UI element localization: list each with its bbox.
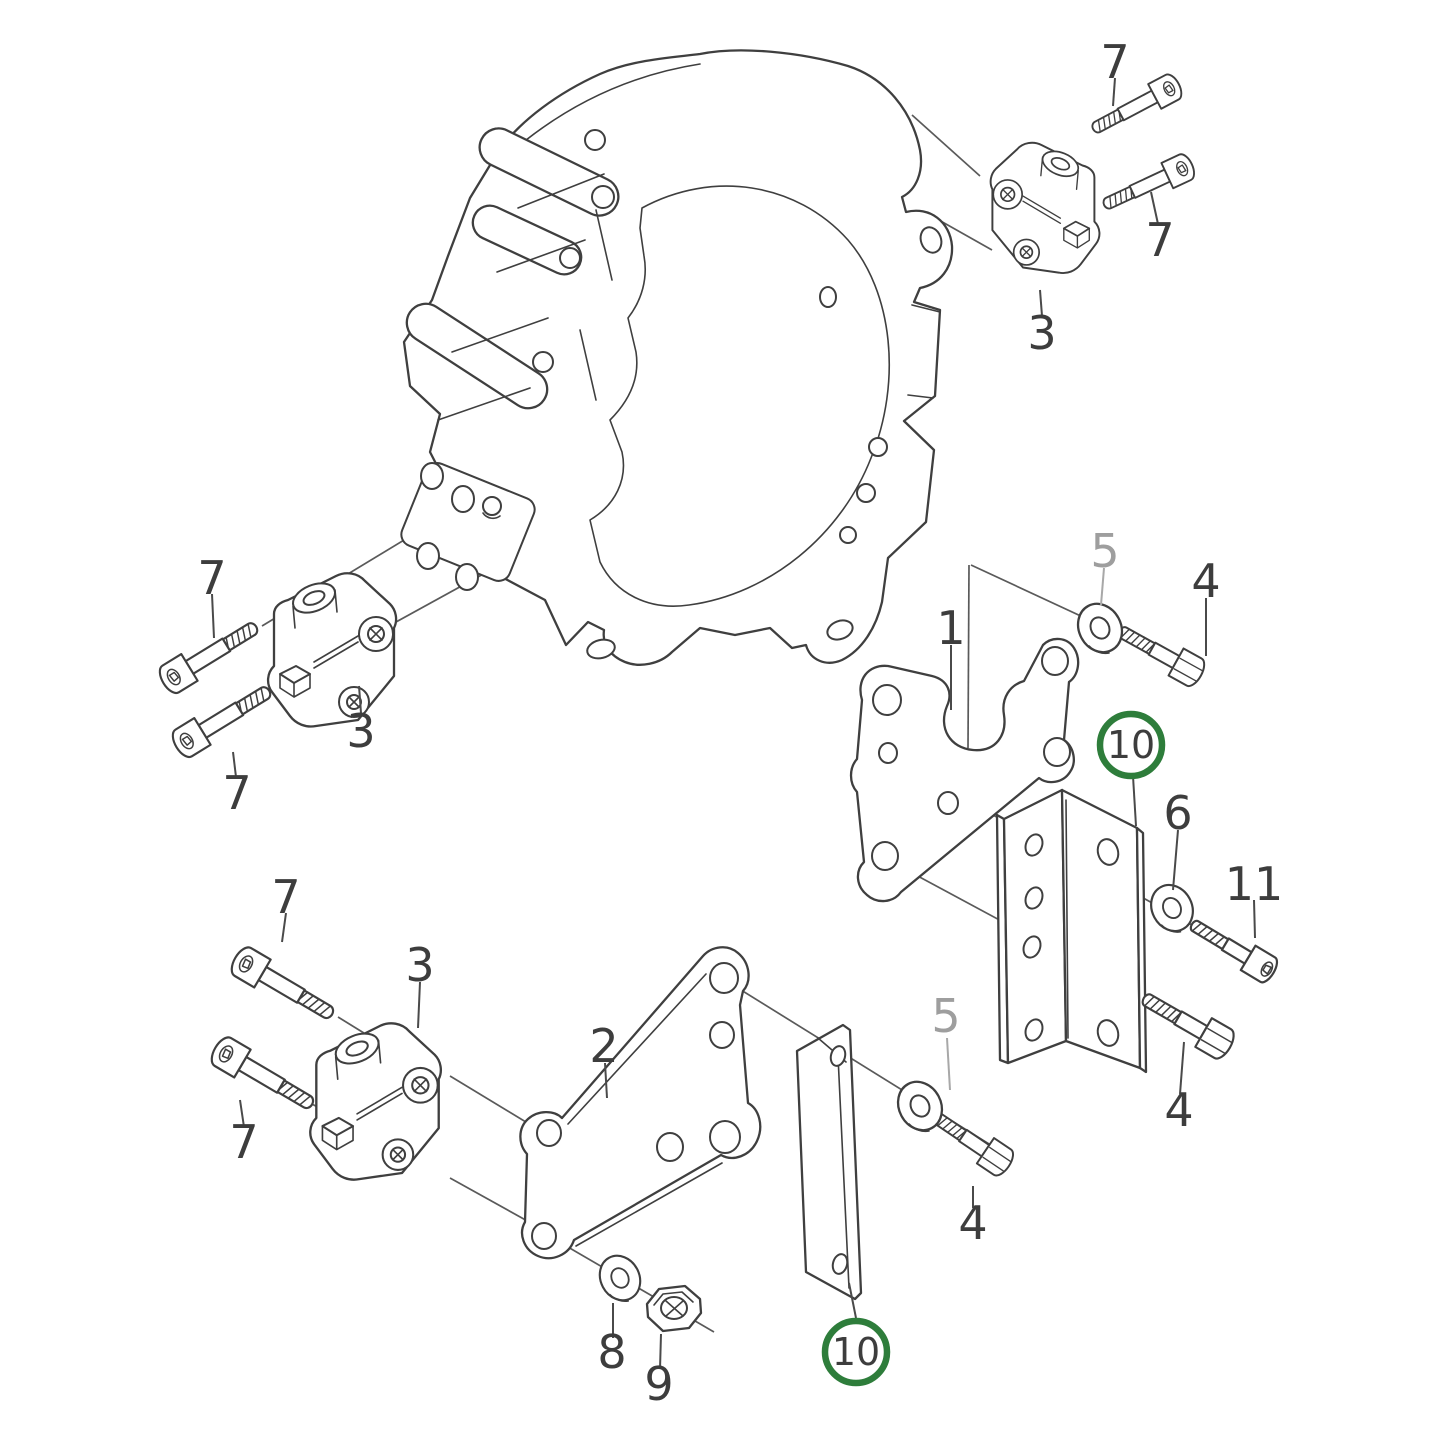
callout-bolt-7-mid-left-1[interactable]: 7 [197,551,226,605]
housing-strap-ribs [405,127,620,410]
callout-label: 2 [589,1019,618,1073]
callout-label: 7 [229,1115,258,1169]
angle-bracket-10-part [995,788,1148,1074]
socket-bolt-7-top-right-2 [1097,150,1199,219]
washer-8-part [591,1247,649,1309]
callout-label: 7 [197,551,226,605]
callout-label: 10 [1107,723,1155,767]
socket-bolt-11 [1183,910,1282,987]
callout-label: 4 [958,1196,987,1250]
callout-label: 1 [936,601,965,655]
callout-bolt-7-top-right-2[interactable]: 7 [1145,213,1174,267]
callout-label: 3 [1027,306,1056,360]
callout-bolt-4-bottom[interactable]: 4 [958,1196,987,1250]
bracket-plate-2 [519,946,762,1260]
highlight-circle [1096,710,1166,780]
mount-bracket-mid-left [266,572,398,728]
callout-bolt-4-right-bottom[interactable]: 4 [1164,1083,1193,1137]
callout-washer-5-right[interactable]: 5 [1090,524,1119,578]
callout-label: 7 [222,766,251,820]
callout-spacer-plate-10[interactable]: 10 [821,1317,891,1387]
callout-washer-5-bottom[interactable]: 5 [931,989,960,1043]
socket-bolt-7-bottom-left-1 [226,942,342,1030]
callout-label: 6 [1163,786,1192,840]
callout-bolt-11[interactable]: 11 [1225,857,1284,911]
callout-bolt-7-bottom-left-2[interactable]: 7 [229,1115,258,1169]
callout-label: 7 [1100,35,1129,89]
highlight-circle [821,1317,891,1387]
callout-label: 11 [1225,857,1284,911]
housing-mount-pad [400,462,536,591]
callout-label: 4 [1164,1083,1193,1137]
callout-label: 5 [931,989,960,1043]
callout-bolt-4-right-top[interactable]: 4 [1191,554,1220,608]
callout-washer-8[interactable]: 8 [597,1325,626,1379]
callout-label: 8 [597,1325,626,1379]
callout-washer-6[interactable]: 6 [1163,786,1192,840]
callout-label: 3 [405,938,434,992]
callout-bracket-3-mid-left[interactable]: 3 [346,704,375,758]
callout-label: 7 [271,870,300,924]
callout-plate-2[interactable]: 2 [589,1019,618,1073]
callout-plate-1[interactable]: 1 [936,601,965,655]
hex-bolt-4-right-bottom [1134,982,1240,1064]
callout-label: 5 [1090,524,1119,578]
callout-label: 10 [832,1330,880,1374]
mount-bracket-top-right [989,141,1101,275]
bell-housing [400,49,954,666]
callout-bolt-7-mid-left-2[interactable]: 7 [222,766,251,820]
callout-bolt-7-bottom-left-1[interactable]: 7 [271,870,300,924]
callout-angle-bracket-10[interactable]: 10 [1096,710,1166,780]
hex-bolt-4-right-top [1111,616,1210,691]
callout-label: 7 [1145,213,1174,267]
callout-bracket-3-top-right[interactable]: 3 [1027,306,1056,360]
callout-bolt-7-top-right-1[interactable]: 7 [1100,35,1129,89]
socket-bolt-7-mid-left-1 [154,612,266,698]
spacer-plate-10-part [795,1023,863,1301]
callout-label: 3 [346,704,375,758]
mount-bracket-bottom-left [309,1022,443,1181]
socket-bolt-7-bottom-left-2 [206,1032,322,1120]
nut-9-part [645,1284,703,1333]
callout-bracket-3-bottom-left[interactable]: 3 [405,938,434,992]
callout-label: 9 [644,1357,673,1411]
callout-label: 4 [1191,554,1220,608]
leader-lines [211,77,1256,1370]
washer-5-right-part [1068,594,1132,662]
bracket-plate-1 [849,637,1080,903]
callout-nut-9[interactable]: 9 [644,1357,673,1411]
